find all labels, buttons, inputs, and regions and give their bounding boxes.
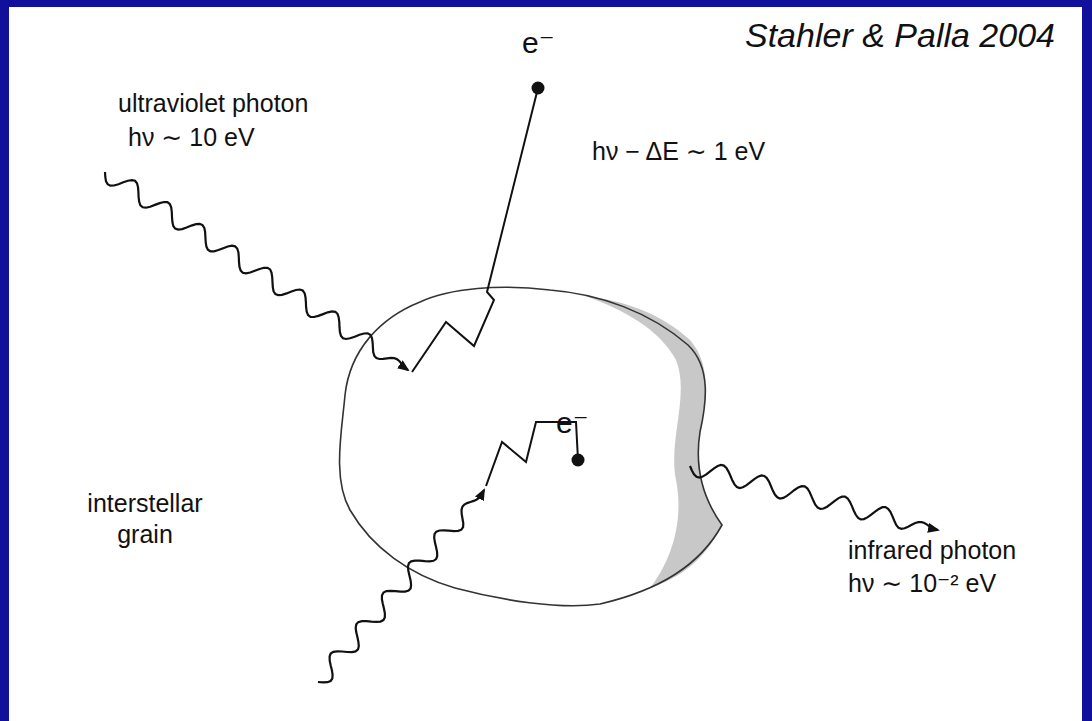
electron-label: e⁻ — [556, 404, 589, 442]
photon-label: ultraviolet photon — [118, 88, 308, 119]
electron-dot — [532, 82, 545, 95]
energy-label: hν − ΔE ∼ 1 eV — [592, 136, 765, 167]
citation: Stahler & Palla 2004 — [745, 14, 1055, 57]
photon-label: infrared photon — [848, 535, 1016, 566]
uv-photon — [105, 172, 408, 370]
uv-photon — [318, 490, 484, 682]
energy-label: hν ∼ 10 eV — [128, 122, 255, 153]
electron-label: e⁻ — [522, 24, 555, 62]
electron-path — [412, 88, 538, 372]
electron-dot — [572, 454, 585, 467]
grain-shading — [585, 296, 722, 588]
energy-label: hν ∼ 10⁻² eV — [848, 568, 996, 599]
ir-photon — [690, 465, 938, 530]
grain-label: interstellar grain — [70, 488, 220, 551]
grain-outline — [340, 287, 722, 605]
